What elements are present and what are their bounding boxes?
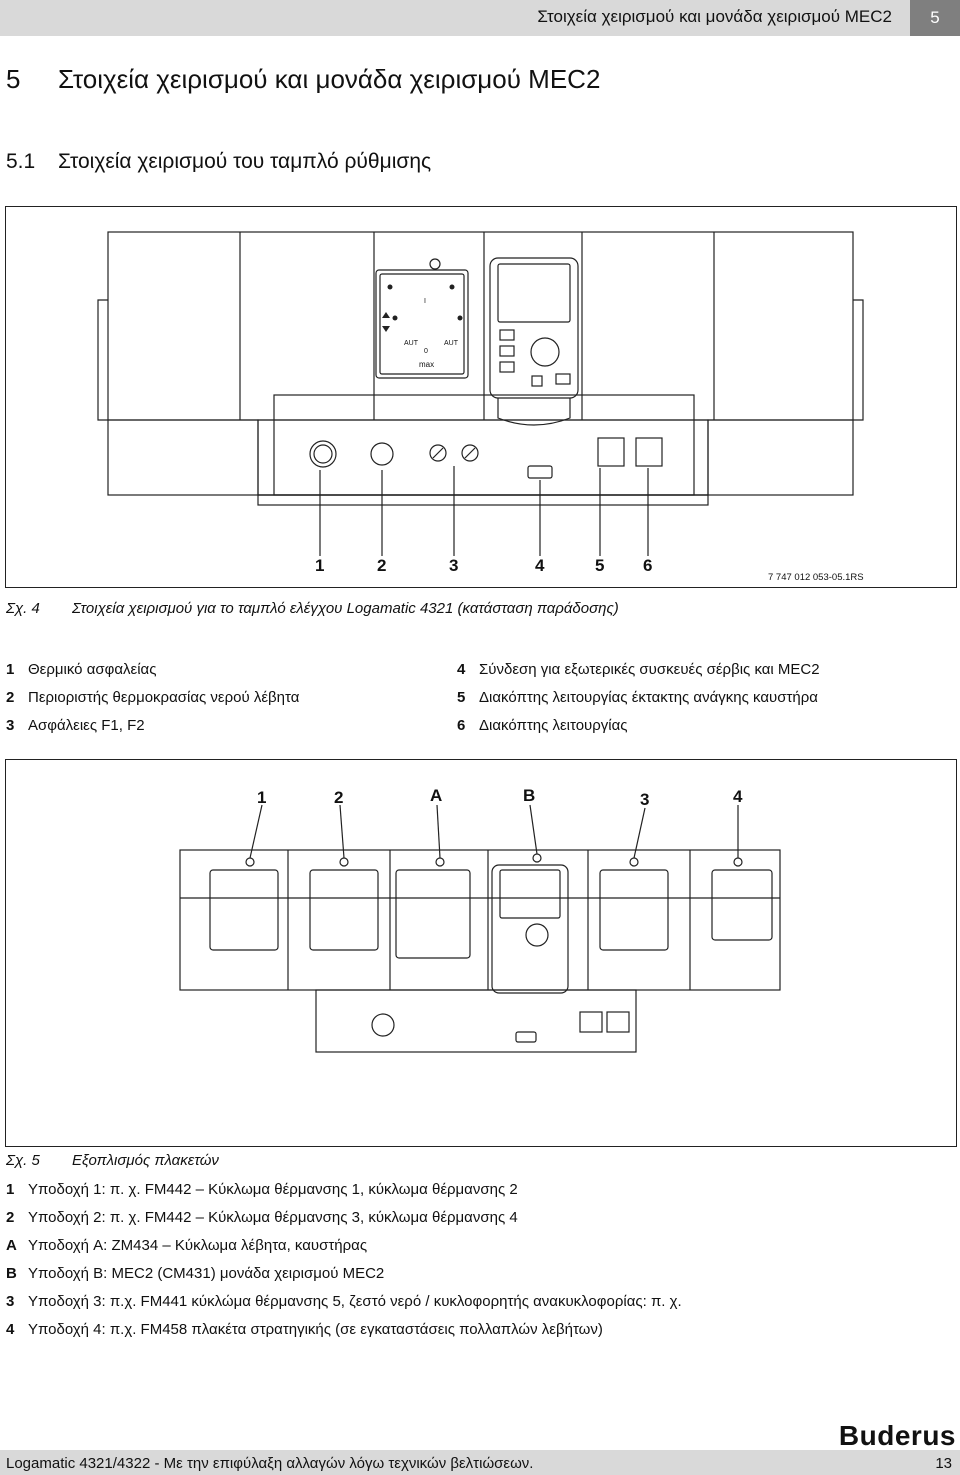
header-bar (0, 0, 960, 36)
fig4-callout-4: 4 (535, 556, 545, 575)
legend-text: Υποδοχή 2: π. χ. FM442 – Κύκλωμα θέρμανσ… (28, 1209, 518, 1226)
footer-bar (0, 1450, 960, 1475)
fig4-callout-2: 2 (377, 556, 387, 575)
section-title: Στοιχεία χειρισμού του ταμπλό ρύθμισης (58, 150, 432, 173)
legend-number: 2 (6, 689, 15, 706)
fig5-caption: Σχ. 5 Εξοπλισμός πλακετών (6, 1152, 219, 1169)
fig5-callout-1: 1 (257, 788, 267, 807)
fig4-legend-1: 1 Θερμικό ασφαλείας (6, 661, 156, 678)
legend-text: Υποδοχή 4: π.χ. FM458 πλακέτα στρατηγική… (28, 1321, 603, 1338)
fig4-caption-text: Στοιχεία χειρισμού για το ταμπλό ελέγχου… (72, 600, 619, 617)
legend-number: 6 (457, 717, 466, 734)
fig4-legend-5: 5 Διακόπτης λειτουργίας έκτακτης ανάγκης … (457, 689, 818, 706)
header-title: Στοιχεία χειρισμού και μονάδα χειρισμού … (537, 7, 892, 26)
buderus-logo: Buderus (838, 1420, 956, 1451)
chapter-title: Στοιχεία χειρισμού και μονάδα χειρισμού … (58, 64, 601, 94)
legend-text: Ασφάλειες F1, F2 (28, 717, 145, 734)
legend-number: 3 (6, 717, 15, 734)
fig5-legend-4: 4 Υποδοχή 4: π.χ. FM458 πλακέτα στρατηγικ… (6, 1321, 603, 1338)
legend-text: Σύνδεση για εξωτερικές συσκευές σέρβις κ… (479, 661, 820, 678)
fig4-legend-4: 4 Σύνδεση για εξωτερικές συσκευές σέρβις … (457, 661, 820, 678)
fig5-legend-B: B Υποδοχή B: MEC2 (CM431) μονάδα χειρισμο… (6, 1265, 384, 1282)
figure-4-frame (5, 206, 957, 588)
fig4-callout-6: 6 (643, 556, 653, 575)
fig4-callout-3: 3 (449, 556, 459, 575)
chapter-tab: 5 (910, 0, 960, 36)
footer-text: Logamatic 4321/4322 - Με την επιφύλαξη α… (6, 1455, 534, 1472)
legend-text: Περιοριστής θερμοκρασίας νερού λέβητα (28, 689, 300, 706)
figure-4-drawing (97, 231, 864, 556)
fig4-caption: Σχ. 4 Στοιχεία χειρισμού για το ταμπλό ελ… (6, 600, 619, 617)
legend-number: 1 (6, 661, 15, 678)
page-number: 13 (935, 1455, 952, 1472)
fig4-legend-6: 6 Διακόπτης λειτουργίας (457, 717, 628, 734)
section-number: 5.1 (6, 150, 36, 173)
legend-text: Υποδοχή A: ZM434 – Κύκλωμα λέβητα, καυστ… (28, 1237, 368, 1254)
fig4-callout-1: 1 (315, 556, 325, 575)
legend-text: Υποδοχή 3: π.χ. FM441 κύκλώμα θέρμανσης … (28, 1293, 682, 1310)
fig5-legend-1: 1 Υποδοχή 1: π. χ. FM442 – Κύκλωμα θέρμαν… (6, 1181, 518, 1198)
fig5-callout-A: A (430, 786, 443, 805)
legend-number: 3 (6, 1293, 15, 1310)
panel-label-one: I (424, 298, 426, 305)
panel-label-aut-1: AUT (404, 340, 418, 347)
chapter-number: 5 (6, 64, 21, 94)
figure-5-drawing (179, 804, 781, 1053)
legend-number: 4 (457, 661, 466, 678)
fig4-drawing-code: 7 747 012 053-05.1RS (768, 572, 864, 583)
legend-number: 5 (457, 689, 466, 706)
panel-label-aut-2: AUT (444, 340, 458, 347)
fig5-caption-number: Σχ. 5 (6, 1152, 40, 1169)
legend-number: A (6, 1237, 17, 1254)
legend-text: Θερμικό ασφαλείας (28, 661, 157, 678)
fig4-callout-5: 5 (595, 556, 605, 575)
legend-number: B (6, 1265, 17, 1282)
fig4-legend-2: 2 Περιοριστής θερμοκρασίας νερού λέβητα (6, 689, 299, 706)
panel-label-max: max (419, 360, 435, 369)
fig5-callout-4: 4 (733, 787, 743, 806)
section-heading: 5.1 Στοιχεία χειρισμού του ταμπλό ρύθμιση… (6, 150, 431, 174)
fig5-legend-A: A Υποδοχή A: ZM434 – Κύκλωμα λέβητα, καυσ… (6, 1237, 367, 1254)
fig5-callout-2: 2 (334, 788, 344, 807)
figure-5-frame (5, 759, 957, 1147)
fig5-callout-B: B (523, 786, 536, 805)
legend-text: Διακόπτης λειτουργίας (479, 717, 628, 734)
fig5-caption-text: Εξοπλισμός πλακετών (72, 1152, 219, 1169)
legend-text: Διακόπτης λειτουργίας έκτακτης ανάγκης κ… (479, 689, 818, 706)
fig5-callout-3: 3 (640, 790, 650, 809)
legend-number: 4 (6, 1321, 15, 1338)
legend-text: Υποδοχή 1: π. χ. FM442 – Κύκλωμα θέρμανσ… (28, 1181, 518, 1198)
legend-text: Υποδοχή B: MEC2 (CM431) μονάδα χειρισμού… (28, 1265, 385, 1282)
panel-label-zero: 0 (424, 348, 428, 355)
legend-number: 2 (6, 1209, 15, 1226)
chapter-heading: 5 Στοιχεία χειρισμού και μονάδα χειρισμού… (6, 64, 600, 95)
legend-number: 1 (6, 1181, 15, 1198)
fig4-legend-3: 3 Ασφάλειες F1, F2 (6, 717, 145, 734)
fig5-legend-3: 3 Υποδοχή 3: π.χ. FM441 κύκλώμα θέρμανσης… (6, 1293, 682, 1310)
fig4-caption-number: Σχ. 4 (6, 600, 40, 617)
fig5-legend-2: 2 Υποδοχή 2: π. χ. FM442 – Κύκλωμα θέρμαν… (6, 1209, 518, 1226)
